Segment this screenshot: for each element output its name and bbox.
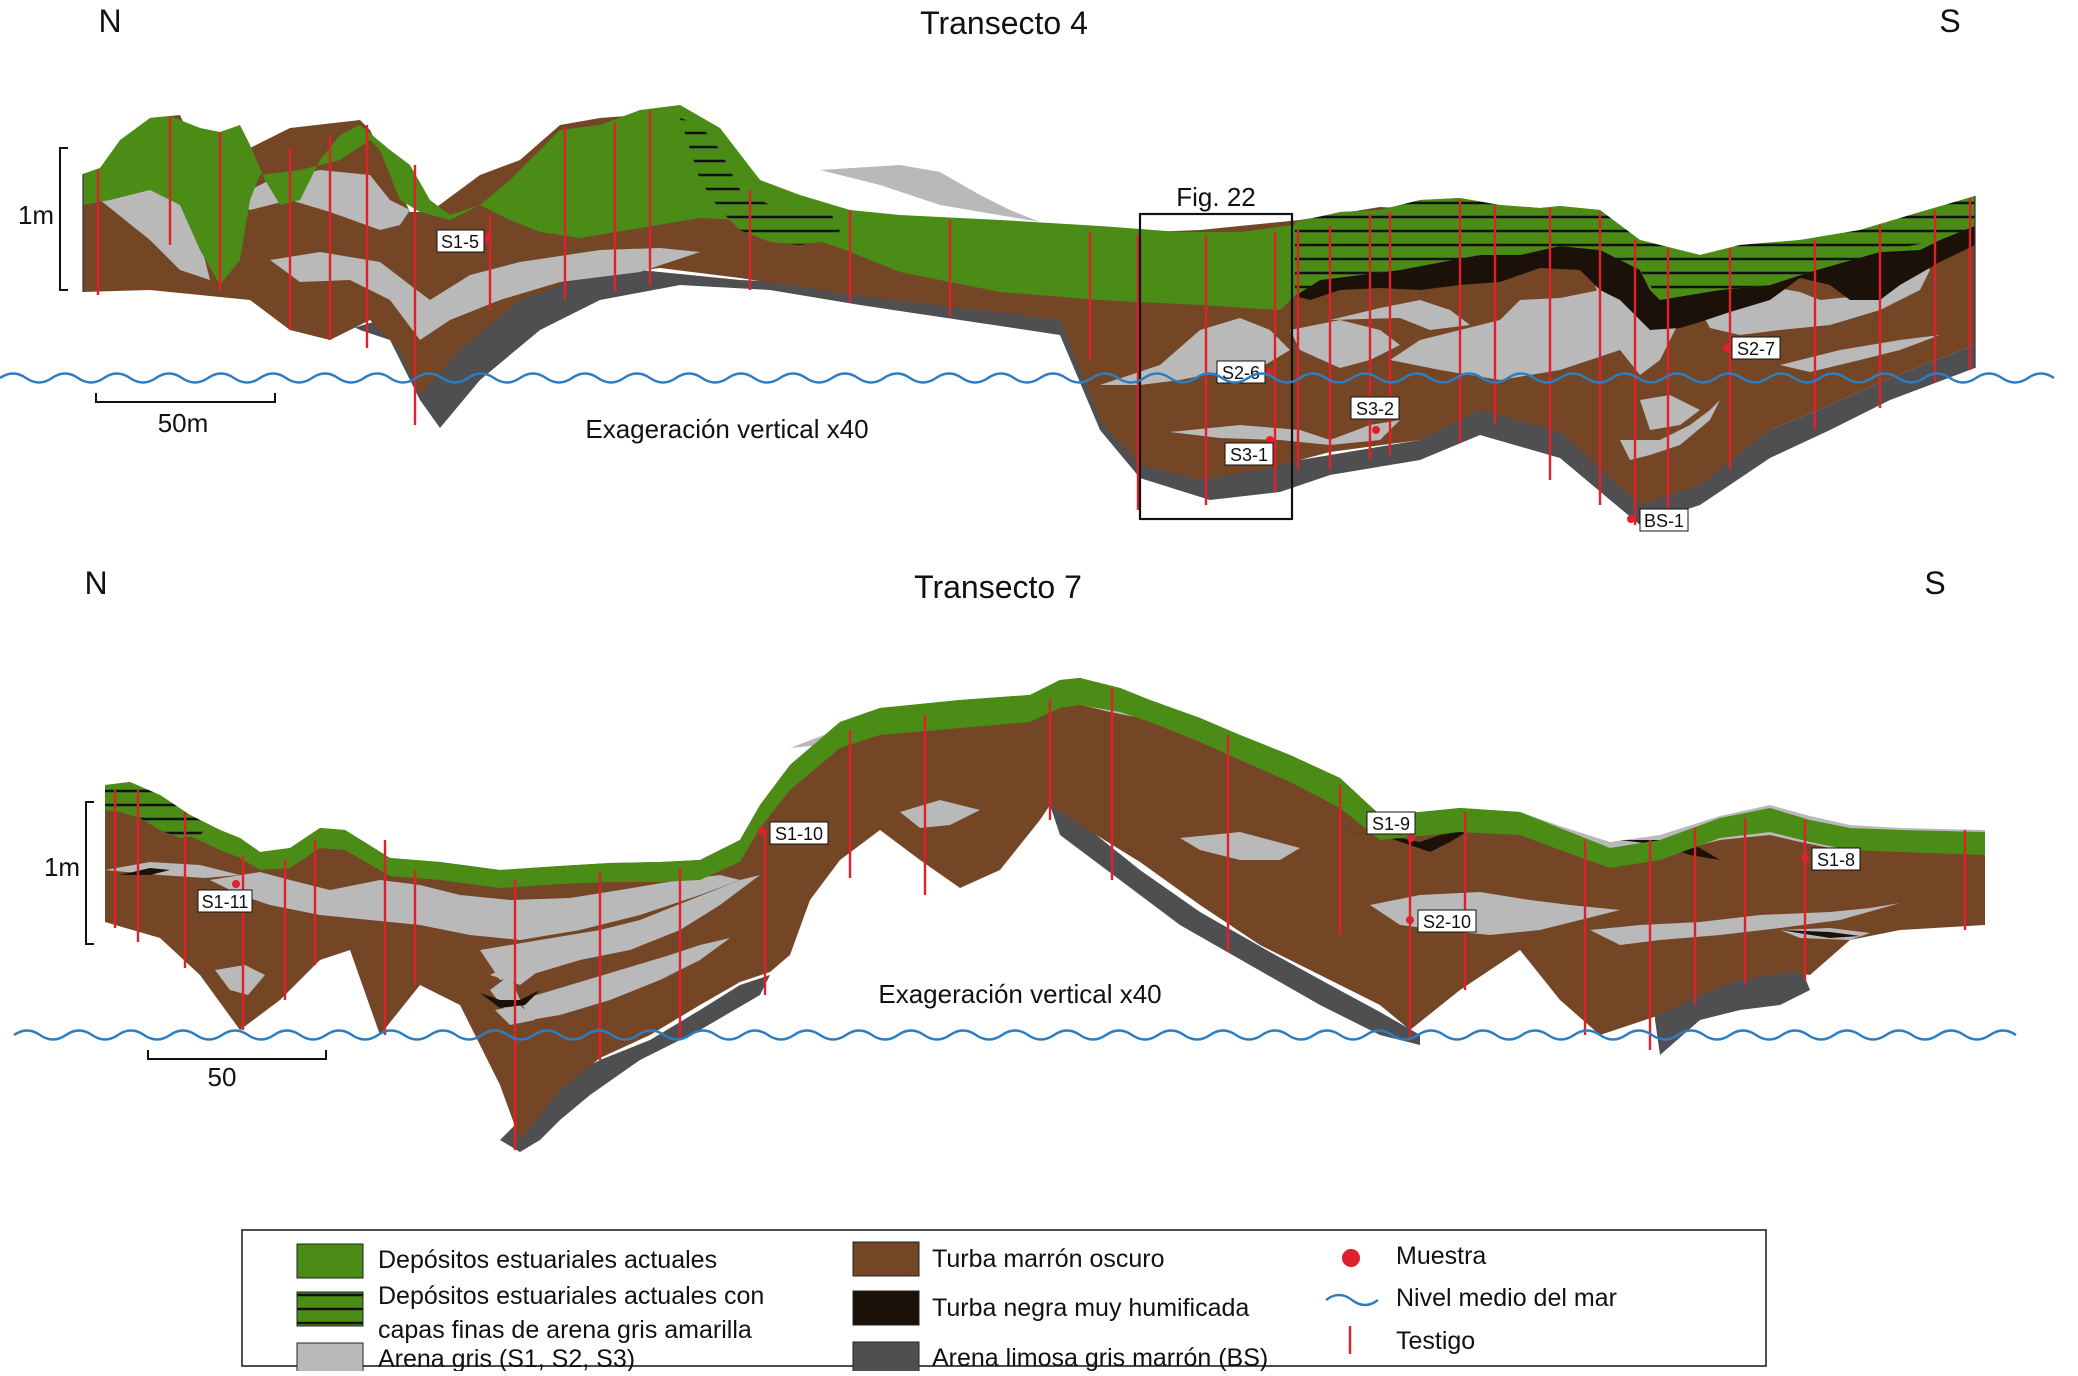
legend-label-estuarine-thin-2: capas finas de arena gris amarilla — [378, 1316, 752, 1344]
t4-vertical-scale-bar — [59, 147, 68, 291]
t4-sample-tags: S1-5 S2-6 S3-2 S3-1 S2-7 BS-1 — [436, 229, 1781, 532]
t7-south-label: S — [1924, 565, 1945, 601]
t7-exaggeration-label: Exageración vertical x40 — [878, 979, 1161, 1009]
t7-black-peat-layer-4 — [1780, 930, 1860, 938]
sample-tag-s1-9: S1-9 — [1372, 814, 1410, 834]
legend-frame — [241, 1229, 1767, 1367]
t4-south-label: S — [1939, 3, 1960, 39]
legend-label-estuarine: Depósitos estuariales actuales — [378, 1246, 717, 1274]
legend-swatch-peat-black — [852, 1290, 920, 1326]
t4-north-label: N — [98, 3, 121, 39]
t4-core-lines — [96, 110, 1972, 525]
t7-title: Transecto 7 — [914, 569, 1082, 605]
legend-swatch-peat-brown — [852, 1241, 920, 1277]
t7-vertical-scale-bar — [85, 801, 94, 945]
t7-horizontal-scale-bar — [147, 1050, 327, 1060]
t4-fig22-box — [1138, 212, 1294, 521]
t7-black-peat-layer-5 — [480, 990, 540, 1008]
t4-vertical-scale-label: 1m — [18, 200, 54, 230]
legend-swatch-silty-sand — [852, 1341, 920, 1376]
t4-sea-level-line — [0, 372, 2055, 384]
sample-tag-s2-10: S2-10 — [1423, 912, 1471, 932]
t4-fig22-label: Fig. 22 — [1176, 182, 1256, 212]
t4-title: Transecto 4 — [920, 5, 1088, 41]
t4-horizontal-scale-label: 50m — [158, 408, 209, 438]
t4-estuarine-layer — [83, 105, 1975, 310]
legend-label-core: Testigo — [1396, 1327, 1475, 1355]
sample-tag-s3-2: S3-2 — [1356, 399, 1394, 419]
sample-tag-s3-1: S3-1 — [1230, 445, 1268, 465]
legend-label-peat-black: Turba negra muy humificada — [932, 1294, 1249, 1322]
sample-tag-s2-7: S2-7 — [1737, 339, 1775, 359]
legend-sample-dot-icon — [1342, 1249, 1360, 1267]
sample-tag-s2-6: S2-6 — [1222, 363, 1260, 383]
legend-swatch-grey-sand — [296, 1342, 364, 1376]
legend-label-grey-sand: Arena gris (S1, S2, S3) — [378, 1345, 635, 1371]
sample-tag-s1-5: S1-5 — [441, 232, 479, 252]
legend: Depósitos estuariales actuales Depósitos… — [241, 1229, 1767, 1376]
legend-label-peat-brown: Turba marrón oscuro — [932, 1245, 1165, 1273]
legend-sea-level-wave-icon — [1325, 1293, 1379, 1307]
t4-horizontal-scale-bar — [95, 393, 276, 403]
sample-tag-s1-8: S1-8 — [1817, 850, 1855, 870]
t7-horizontal-scale-label: 50 — [208, 1062, 237, 1092]
t7-brown-peat-layer — [105, 678, 1985, 1140]
t4-sample-dots — [483, 234, 1731, 523]
t7-silty-sand-layer — [500, 975, 770, 1152]
legend-label-sample: Muestra — [1396, 1242, 1486, 1270]
t4-exaggeration-label: Exageración vertical x40 — [585, 414, 868, 444]
t7-core-lines — [113, 688, 1967, 1150]
t7-north-label: N — [84, 565, 107, 601]
legend-label-estuarine-thin-1: Depósitos estuariales actuales con — [378, 1282, 764, 1310]
sample-tag-bs-1: BS-1 — [1644, 511, 1684, 531]
legend-swatch-estuarine-thin — [296, 1291, 364, 1327]
legend-label-silty-sand: Arena limosa gris marrón (BS) — [932, 1344, 1268, 1371]
sample-tag-s1-10: S1-10 — [775, 824, 823, 844]
sample-tag-s1-11: S1-11 — [202, 892, 249, 912]
legend-swatch-estuarine — [296, 1243, 364, 1279]
t7-sample-dots — [232, 827, 1809, 924]
t7-black-peat-layer-3 — [120, 868, 170, 875]
legend-label-sea-level: Nivel medio del mar — [1396, 1284, 1617, 1312]
transect-4-section: Fig. 22 S1-5 S2-6 S3-2 S3-1 S2-7 BS-1 — [0, 3, 2055, 532]
t7-vertical-scale-label: 1m — [44, 852, 80, 882]
t7-black-peat-layer — [1340, 830, 1470, 852]
t7-silty-sand-layer-2 — [1050, 805, 1420, 1045]
transect-7-section: S1-11 S1-10 S1-9 S2-10 S1-8 N Transecto … — [13, 565, 2017, 1152]
t7-sea-level-line — [13, 1029, 2017, 1041]
t7-estuarine-thin-sand-patch — [105, 782, 210, 838]
t4-estuarine-thin-sand-patch-1 — [680, 118, 840, 245]
t7-sample-tags: S1-11 S1-10 S1-9 S2-10 S1-8 — [197, 811, 1861, 933]
